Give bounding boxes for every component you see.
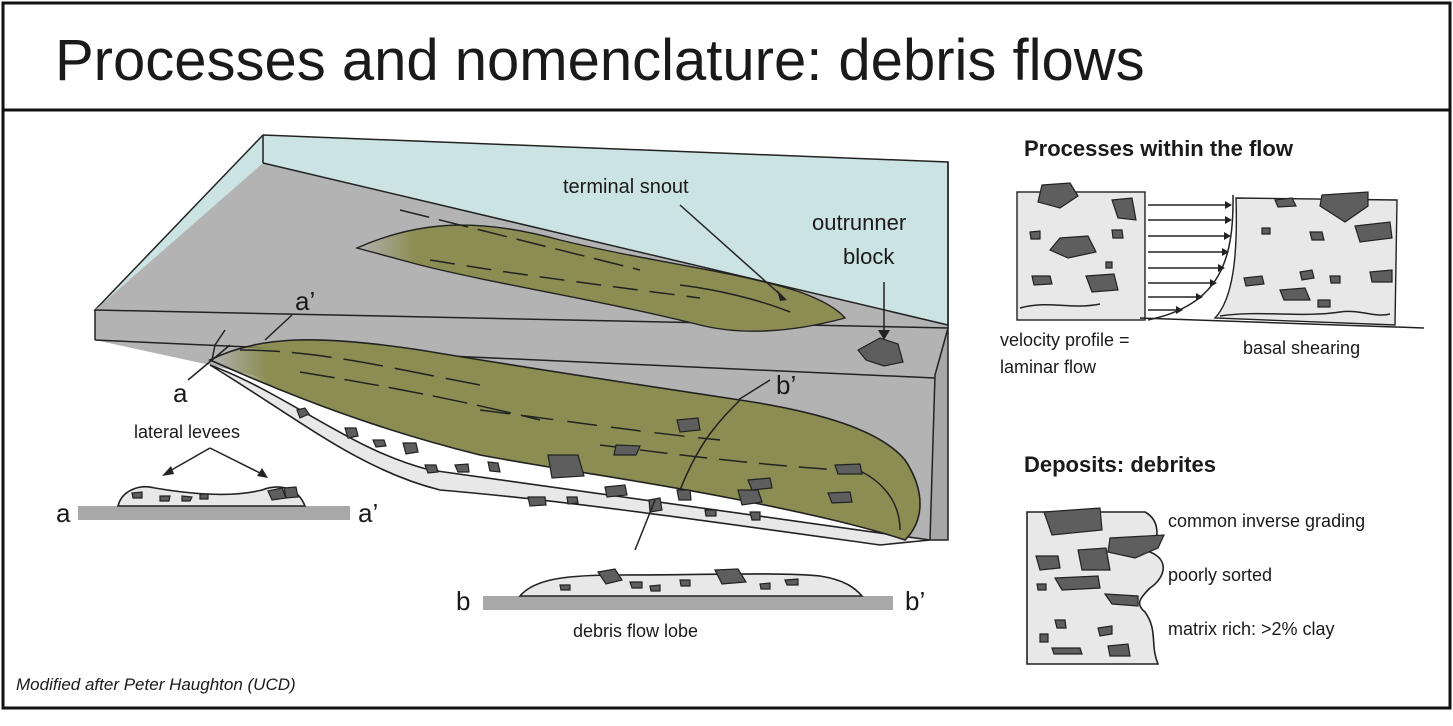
- velocity-label-line2: laminar flow: [1000, 357, 1097, 377]
- credit-line: Modified after Peter Haughton (UCD): [16, 675, 296, 694]
- block-side-face: [929, 327, 949, 541]
- section-aa-base: [78, 506, 350, 520]
- deposits-heading: Deposits: debrites: [1024, 452, 1216, 477]
- outrunner-block-clast: [857, 337, 904, 367]
- lobe-deposit-bb: [518, 573, 864, 597]
- section-aa-right: a’: [358, 498, 378, 528]
- section-bb-base: [483, 596, 893, 610]
- block-diagram: terminal snout outrunner block a’ a b’ l…: [93, 134, 949, 551]
- outer-border: [1, 1, 1452, 710]
- deposits-panel: Deposits: debrites common inverse gradin…: [1024, 452, 1365, 665]
- processes-heading: Processes within the flow: [1024, 136, 1294, 161]
- sheared-block: [1213, 197, 1398, 326]
- debris-flow-lobe-label: debris flow lobe: [573, 621, 698, 641]
- section-b-b: b b’ debris flow lobe: [456, 568, 925, 641]
- terminal-snout-label: terminal snout: [563, 176, 689, 198]
- a-label: a: [173, 378, 188, 408]
- section-a-a: a a’: [56, 486, 378, 528]
- poorly-sorted-label: poorly sorted: [1168, 565, 1272, 585]
- section-bb-left: b: [456, 586, 470, 616]
- processes-panel: Processes within the flow: [1000, 136, 1425, 377]
- section-aa-left: a: [56, 498, 71, 528]
- lateral-levees-label: lateral levees: [134, 422, 240, 442]
- matrix-rich-label: matrix rich: >2% clay: [1168, 619, 1335, 639]
- velocity-profile: [1147, 194, 1234, 321]
- inverse-grading-label: common inverse grading: [1168, 511, 1365, 531]
- section-bb-right: b’: [905, 586, 925, 616]
- outrunner-label-line1: outrunner: [812, 210, 906, 235]
- deposit-section: [209, 364, 931, 546]
- basal-shearing-label: basal shearing: [1243, 338, 1360, 358]
- outrunner-label-line2: block: [843, 244, 895, 269]
- velocity-label-line1: velocity profile =: [1000, 330, 1130, 350]
- upper-flow-lobe: [354, 224, 847, 332]
- page-title: Processes and nomenclature: debris flows: [55, 28, 1145, 93]
- b-prime-label: b’: [776, 370, 796, 400]
- a-prime-label: a’: [295, 286, 315, 316]
